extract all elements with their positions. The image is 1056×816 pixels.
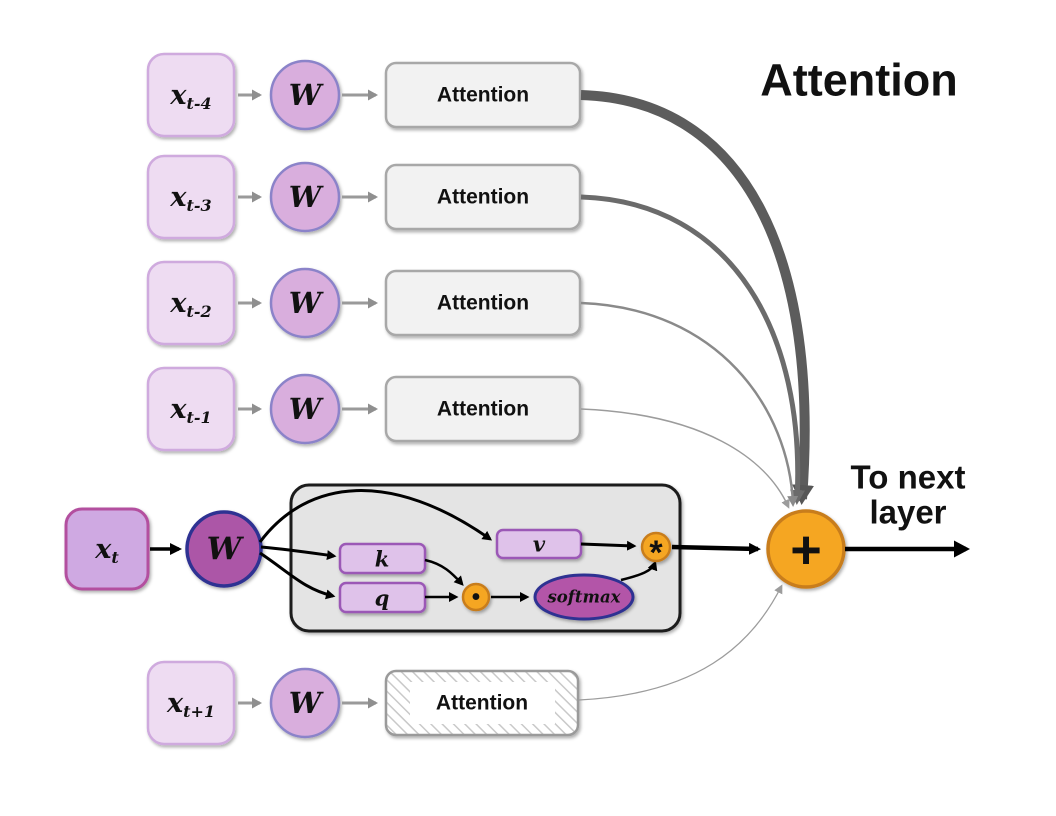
current-input-box	[64, 507, 150, 591]
arrow-key-to-dot	[424, 558, 464, 586]
attention-weight-curve	[580, 90, 815, 505]
weight-circle	[269, 161, 341, 233]
arrow-softmax-to-mult	[620, 560, 658, 582]
sum-node	[766, 509, 846, 589]
output-label-line2: layer	[869, 494, 946, 531]
attention-box	[384, 61, 582, 129]
query-box	[338, 581, 427, 614]
arrow-weight-to-v	[258, 489, 493, 543]
key-box	[338, 542, 427, 575]
weight-circle	[269, 267, 341, 339]
attention-weight-curve	[580, 408, 790, 509]
input-box	[146, 52, 236, 138]
input-row-t-1: xt-1 W Attention	[146, 366, 790, 509]
diagram-title: Attention	[760, 55, 957, 106]
input-box	[146, 660, 236, 746]
arrow-weight-to-q	[259, 551, 336, 600]
weight-circle	[269, 59, 341, 131]
attention-weight-curve	[580, 194, 806, 505]
output-label-line1: To next	[851, 459, 966, 496]
attention-box	[384, 375, 582, 443]
value-box	[495, 528, 583, 560]
attention-weight-curve	[578, 584, 783, 701]
input-row-t-plus-1: xt+1 W Attention	[146, 584, 783, 746]
input-box	[146, 154, 236, 240]
softmax-ellipse	[533, 573, 635, 621]
dot-product-node	[461, 582, 491, 612]
current-weight-circle	[185, 510, 263, 588]
attention-weight-curve	[580, 301, 799, 507]
arrow-weight-to-k	[260, 545, 337, 561]
attention-label-backing	[410, 682, 555, 724]
attention-box	[384, 163, 582, 231]
weight-circle	[269, 667, 341, 739]
weight-circle	[269, 373, 341, 445]
input-box	[146, 366, 236, 452]
multiply-node	[640, 531, 672, 563]
input-box	[146, 260, 236, 346]
arrow-value-to-mult	[580, 540, 637, 551]
current-row: xt W k q v • softmax *	[64, 483, 761, 633]
arrow-mult-to-sum	[671, 542, 761, 555]
attention-box	[384, 269, 582, 337]
